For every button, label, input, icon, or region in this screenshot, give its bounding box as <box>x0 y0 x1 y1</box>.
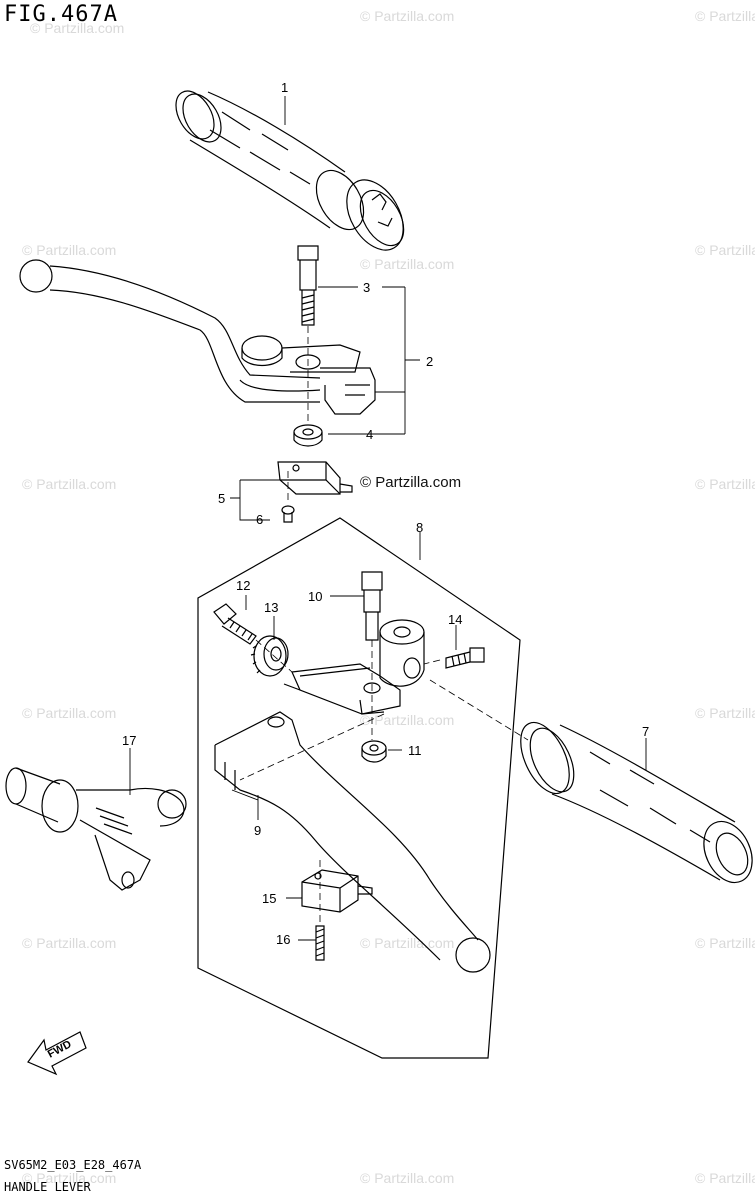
watermark: © Partzilla.com <box>30 20 125 36</box>
callout-7: 7 <box>642 724 649 739</box>
callout-6: 6 <box>256 512 263 527</box>
watermark: © Partzilla.com <box>695 935 755 951</box>
watermark: © Partzilla.com <box>695 8 755 24</box>
watermark: © Partzilla.com <box>360 935 455 951</box>
housing-17 <box>5 767 187 891</box>
screw-16 <box>315 925 325 961</box>
callout-3: 3 <box>363 280 370 295</box>
callout-2: 2 <box>426 354 433 369</box>
watermark: © Partzilla.com <box>360 8 455 24</box>
center-lines <box>239 326 529 926</box>
callout-11: 11 <box>408 743 422 758</box>
brake-lever-2 <box>19 259 376 415</box>
watermark: © Partzilla.com <box>360 256 455 272</box>
watermark: © Partzilla.com <box>695 242 755 258</box>
bolt-10 <box>361 571 383 641</box>
callout-12: 12 <box>236 578 250 593</box>
watermark: © Partzilla.com <box>695 705 755 721</box>
clutch-lever-9 <box>214 711 491 973</box>
fwd-arrow <box>27 1031 87 1076</box>
watermark: © Partzilla.com <box>360 712 455 728</box>
watermark: © Partzilla.com <box>695 476 755 492</box>
callout-5: 5 <box>218 491 225 506</box>
watermark-dark: © Partzilla.com <box>360 474 462 491</box>
leader-lines <box>129 96 647 941</box>
callout-1: 1 <box>281 80 288 95</box>
switch-15 <box>301 869 373 913</box>
watermark: © Partzilla.com <box>22 476 117 492</box>
adjuster-13 <box>250 635 289 677</box>
watermark: © Partzilla.com <box>22 242 117 258</box>
callout-17: 17 <box>122 733 136 748</box>
watermark: © Partzilla.com <box>695 1170 755 1186</box>
nut-11 <box>361 740 387 763</box>
callout-16: 16 <box>276 932 290 947</box>
callout-9: 9 <box>254 823 261 838</box>
watermark: © Partzilla.com <box>22 935 117 951</box>
callout-10: 10 <box>308 589 322 604</box>
screw-6 <box>281 505 295 523</box>
diagram-code: SV65M2_E03_E28_467A <box>4 1158 142 1172</box>
watermark: © Partzilla.com <box>22 1170 117 1186</box>
screw-12 <box>213 603 257 645</box>
watermark: © Partzilla.com <box>22 705 117 721</box>
bolt-14 <box>445 647 485 669</box>
callout-4: 4 <box>366 427 373 442</box>
grip-7 <box>520 721 753 884</box>
callout-14: 14 <box>448 612 462 627</box>
grip-1 <box>175 90 405 251</box>
figure-title: FIG.467A <box>4 2 118 27</box>
callout-8: 8 <box>416 520 423 535</box>
callout-15: 15 <box>262 891 276 906</box>
callout-13: 13 <box>264 600 278 615</box>
diagram-name: HANDLE LEVER <box>4 1180 91 1194</box>
clutch-bracket <box>283 619 425 715</box>
watermark: © Partzilla.com <box>360 1170 455 1186</box>
callout-numbers: 1 2 3 4 5 6 7 8 9 10 11 12 13 14 15 16 1… <box>122 80 649 947</box>
nut-4 <box>293 424 323 447</box>
bolt-3 <box>297 245 319 326</box>
assembly-8-box <box>197 517 521 1059</box>
switch-5 <box>277 461 353 495</box>
